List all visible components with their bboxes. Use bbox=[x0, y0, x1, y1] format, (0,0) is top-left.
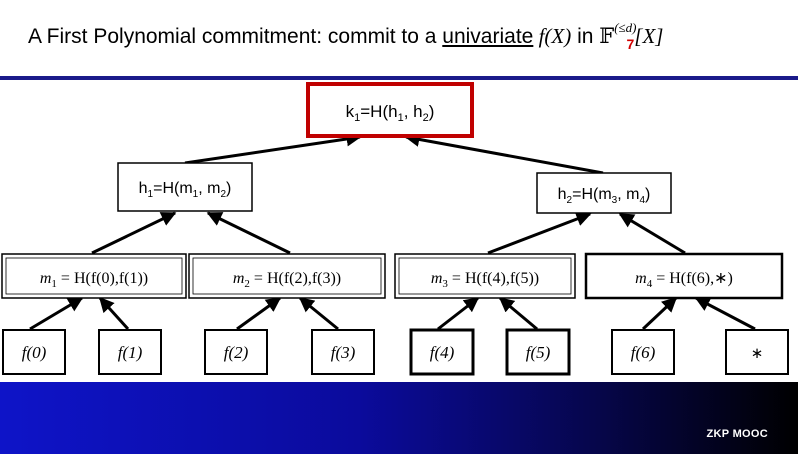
h1-node: h1=H(m1, m2) bbox=[117, 162, 253, 212]
edge-f2-m2 bbox=[236, 296, 282, 331]
title-divider bbox=[0, 76, 798, 80]
edge-f6-m4 bbox=[641, 296, 678, 331]
edge-f0-m1 bbox=[29, 296, 84, 331]
m4-label: m4 = H(f(6),∗) bbox=[635, 270, 733, 290]
title-field-sup: (≤d) bbox=[614, 20, 637, 35]
edge-m1-h1 bbox=[91, 211, 177, 255]
edge-m2-h1 bbox=[206, 211, 291, 255]
title-univariate: univariate bbox=[442, 25, 534, 48]
leaf-f2: f(2) bbox=[204, 329, 268, 375]
leaf-f4-label: f(4) bbox=[430, 343, 455, 362]
slide-title: A First Polynomial commitment: commit to… bbox=[0, 0, 798, 76]
title-fx: f(X) bbox=[533, 24, 572, 48]
footer-label: ZKP MOOC bbox=[706, 428, 768, 440]
edge-h2-root bbox=[404, 132, 604, 175]
footer-band: ZKP MOOC bbox=[0, 382, 798, 454]
title-text: A First Polynomial commitment: commit to… bbox=[28, 20, 664, 52]
edge-m3-h2 bbox=[487, 211, 592, 255]
leaf-star: ∗ bbox=[725, 329, 789, 375]
leaf-f6: f(6) bbox=[611, 329, 675, 375]
title-field-sub: 7 bbox=[626, 36, 635, 52]
leaf-f6-label: f(6) bbox=[631, 343, 656, 362]
m1-label: m1 = H(f(0),f(1)) bbox=[40, 270, 148, 290]
edge-f5-m3 bbox=[498, 296, 538, 331]
h2-node: h2=H(m3, m4) bbox=[536, 172, 672, 214]
edge-f1-m1 bbox=[98, 296, 130, 331]
h1-label: h1=H(m1, m2) bbox=[139, 180, 232, 200]
m2-node: m2 = H(f(2),f(3)) bbox=[188, 253, 386, 299]
leaf-f4: f(4) bbox=[409, 328, 475, 376]
title-field: 𝔽 bbox=[599, 24, 615, 48]
root-node: k1=H(h1, h2) bbox=[306, 82, 474, 138]
leaf-f0: f(0) bbox=[2, 329, 66, 375]
root-label: k1=H(h1, h2) bbox=[346, 102, 435, 124]
leaf-f2-label: f(2) bbox=[224, 343, 249, 362]
edge-h1-root bbox=[184, 131, 362, 165]
m2-label: m2 = H(f(2),f(3)) bbox=[233, 270, 341, 290]
title-in: in bbox=[571, 25, 600, 48]
leaf-star-label: ∗ bbox=[751, 346, 764, 362]
leaf-f5-label: f(5) bbox=[526, 343, 551, 362]
h2-label: h2=H(m3, m4) bbox=[558, 186, 651, 206]
leaf-f1: f(1) bbox=[98, 329, 162, 375]
leaf-f3-label: f(3) bbox=[331, 343, 356, 362]
edge-star-m4 bbox=[694, 296, 756, 331]
edge-f4-m3 bbox=[437, 296, 480, 331]
m1-node: m1 = H(f(0),f(1)) bbox=[1, 253, 187, 299]
leaf-f3: f(3) bbox=[311, 329, 375, 375]
title-prefix: A First Polynomial commitment: commit to… bbox=[28, 25, 443, 48]
m4-node: m4 = H(f(6),∗) bbox=[584, 252, 784, 300]
m3-label: m3 = H(f(4),f(5)) bbox=[431, 270, 539, 290]
title-field-suffix: [X] bbox=[634, 24, 664, 48]
leaf-f1-label: f(1) bbox=[118, 343, 143, 362]
leaf-f0-label: f(0) bbox=[22, 343, 47, 362]
leaf-f5: f(5) bbox=[505, 328, 571, 376]
m3-node: m3 = H(f(4),f(5)) bbox=[394, 253, 576, 299]
edge-m4-h2 bbox=[618, 212, 686, 255]
edge-f3-m2 bbox=[298, 296, 339, 331]
